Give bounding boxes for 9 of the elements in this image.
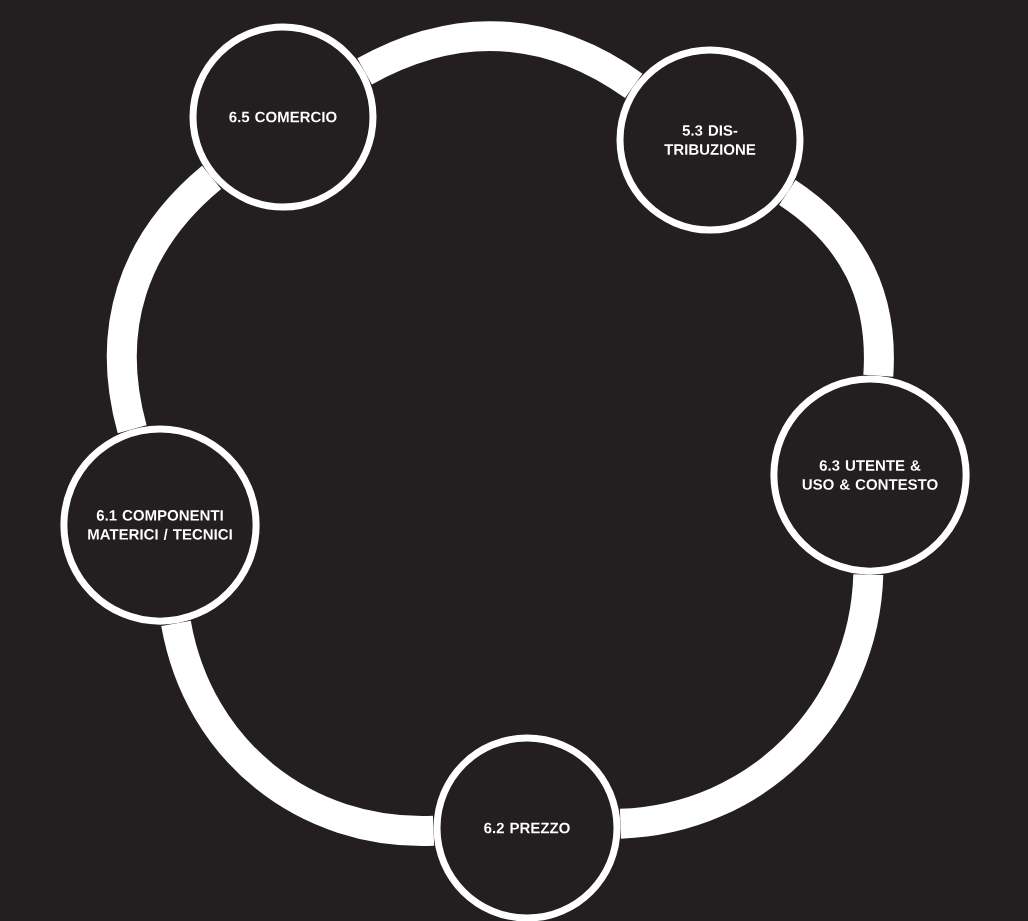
ring-segment <box>357 21 642 99</box>
ring-segment <box>161 619 434 846</box>
circle-node: 5.3 DIS-TRIBUZIONE <box>616 46 804 234</box>
circle-node: 6.3 UTENTE & USO & CONTESTO <box>770 375 970 575</box>
ring-segment <box>778 180 894 377</box>
circle-node: 6.1 COMPONENTI MATERICI / TECNICI <box>60 425 260 625</box>
ring-segment <box>106 166 222 433</box>
ring-segment <box>618 573 884 839</box>
circle-node: 6.5 COMERCIO <box>189 23 377 211</box>
